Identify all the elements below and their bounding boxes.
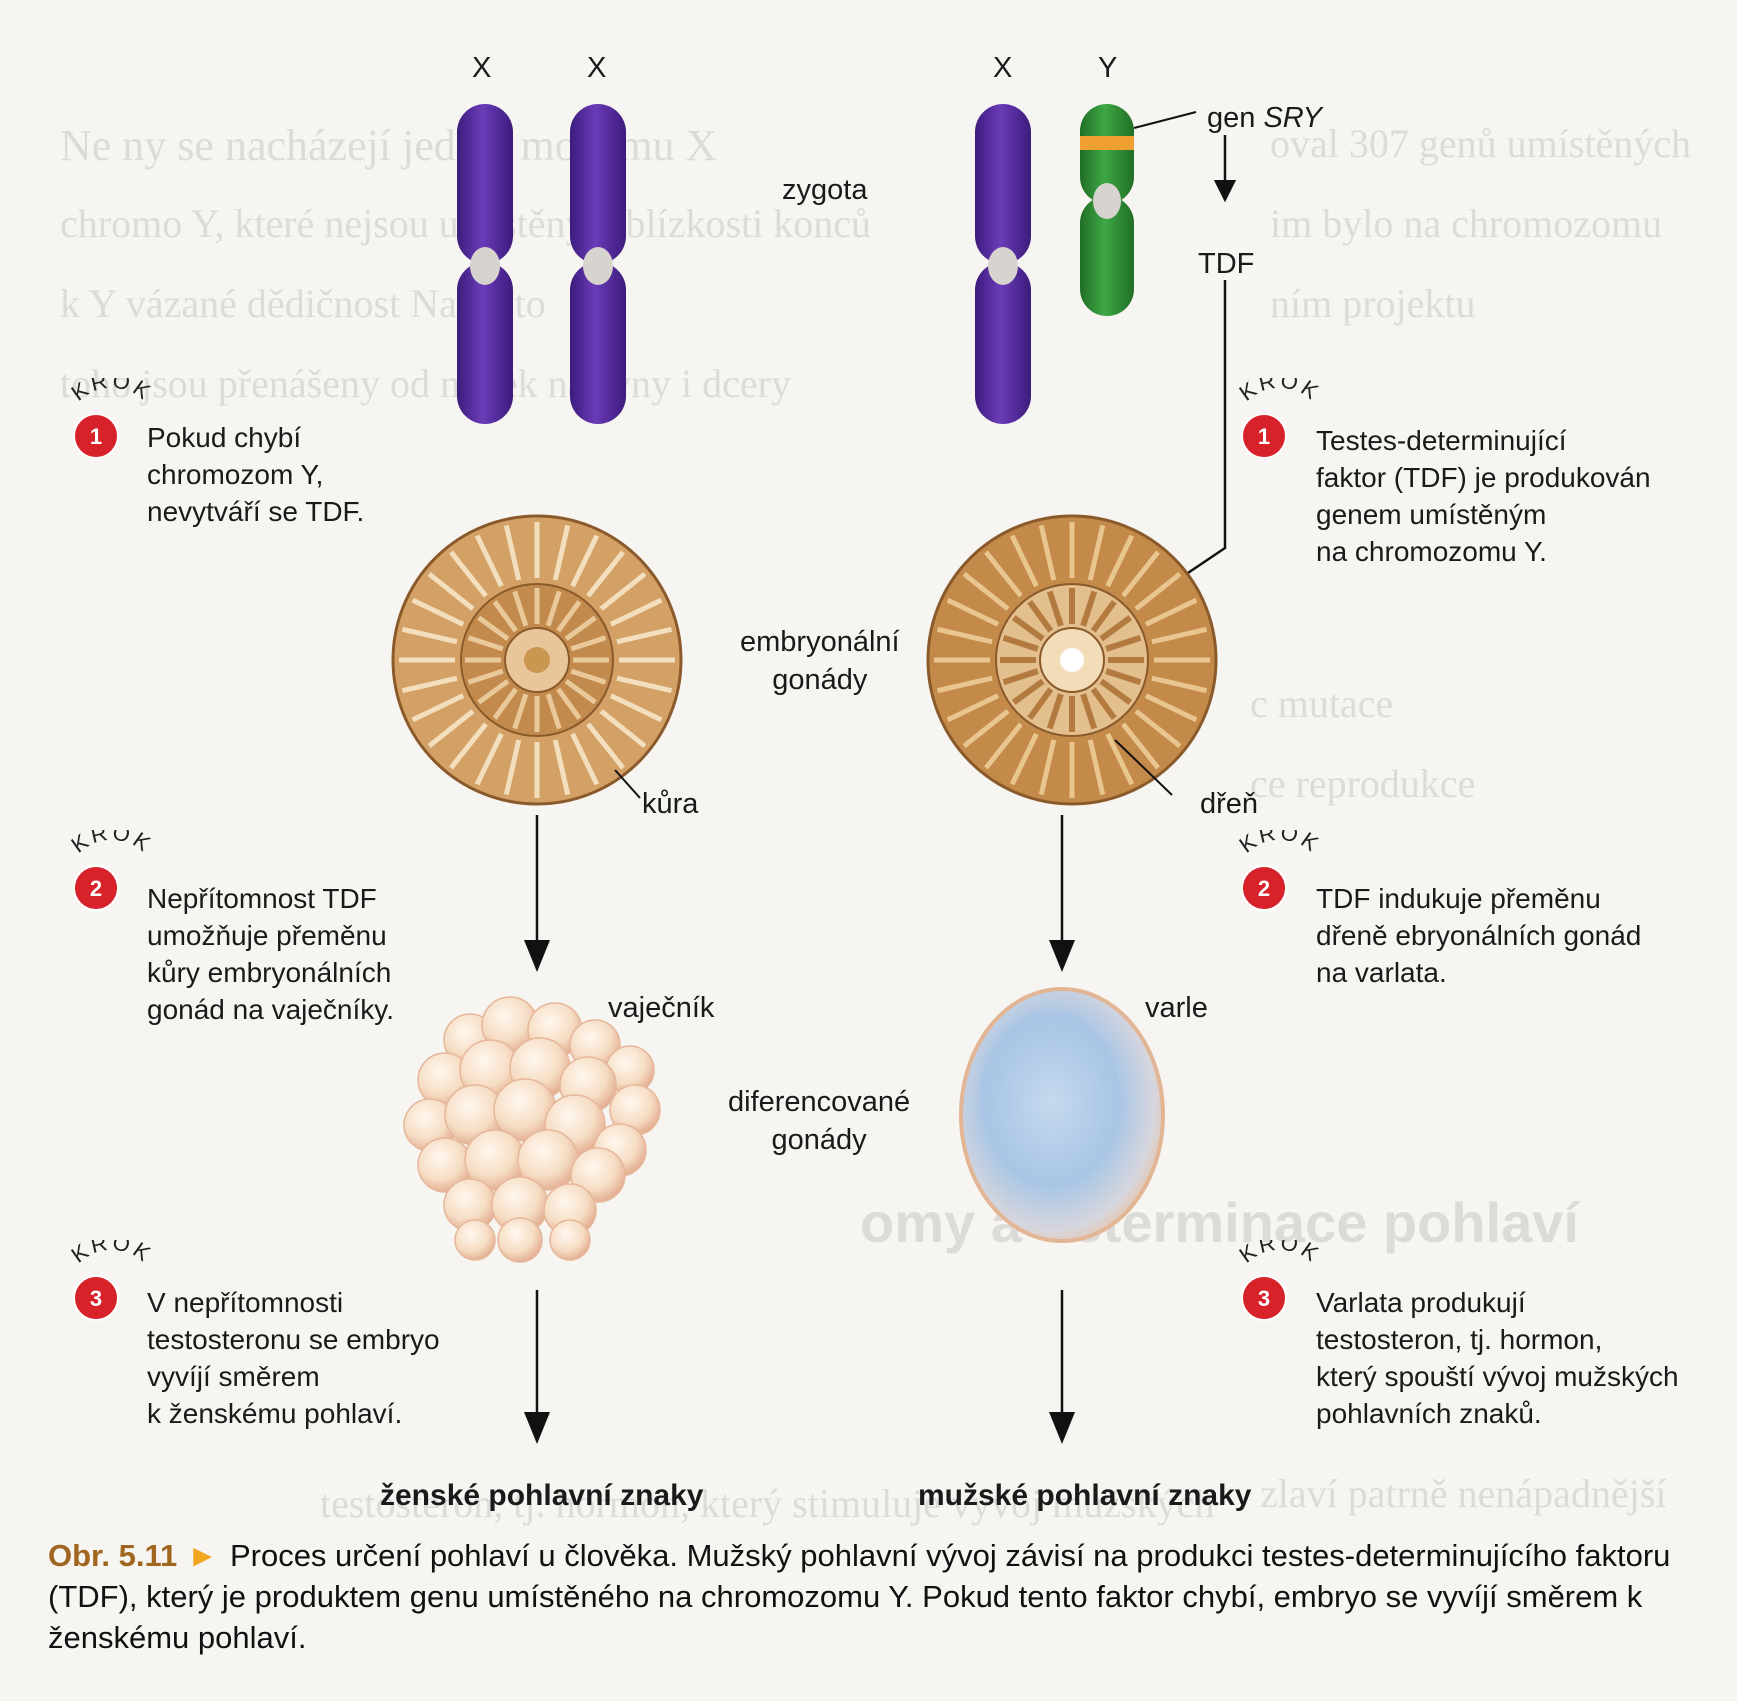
step-number: 3 xyxy=(90,1286,102,1311)
male-traits-label: mužské pohlavní znaky xyxy=(918,1479,1251,1513)
sry-gene-label: gen SRY xyxy=(1207,100,1322,136)
step-left-2-text: Nepřítomnost TDF umožňuje přeměnu kůry e… xyxy=(147,880,394,1028)
svg-text:KROK: KROK xyxy=(1235,830,1326,858)
step-left-1-text: Pokud chybí chromozom Y, nevytváří se TD… xyxy=(147,419,364,530)
embryonic-gonad-right xyxy=(928,516,1216,804)
svg-text:KROK: KROK xyxy=(1235,1240,1326,1268)
testis-label: varle xyxy=(1145,990,1208,1026)
step-number: 2 xyxy=(90,876,102,901)
sry-pointer-line xyxy=(1134,112,1196,128)
ovary-follicle xyxy=(550,1220,590,1260)
caption-text: Proces určení pohlaví u člověka. Mužský … xyxy=(48,1538,1670,1655)
krok-word: KROK xyxy=(1235,378,1326,406)
cortex-label: kůra xyxy=(642,786,698,822)
ovary-follicle xyxy=(498,1218,542,1262)
step-number: 2 xyxy=(1258,876,1270,901)
embryonic-gonads-label: embryonální gonády xyxy=(740,623,900,699)
chromosome-x-3 xyxy=(975,104,1031,424)
female-traits-label: ženské pohlavní znaky xyxy=(380,1479,703,1513)
step-number: 3 xyxy=(1258,1286,1270,1311)
caption-arrow-icon: ► xyxy=(187,1538,218,1573)
chromosome-label-x-2: X xyxy=(587,50,606,86)
chromosome-label-x-3: X xyxy=(993,50,1012,86)
svg-text:KROK: KROK xyxy=(67,1240,158,1268)
chromosome-label-y: Y xyxy=(1098,50,1117,86)
figure-caption: Obr. 5.11 ►Proces určení pohlaví u člověk… xyxy=(48,1535,1688,1658)
step-right-3-text: Varlata produkují testosteron, tj. hormo… xyxy=(1316,1284,1679,1432)
tdf-label: TDF xyxy=(1198,246,1254,282)
differentiated-gonads-label: diferencované gonády xyxy=(728,1083,910,1159)
svg-text:KROK: KROK xyxy=(67,830,158,858)
krok-word: KROK xyxy=(1235,830,1326,858)
step-number: 1 xyxy=(90,424,102,449)
figure-number: Obr. 5.11 xyxy=(48,1538,177,1573)
krok-word: KROK xyxy=(67,1240,158,1268)
step-number: 1 xyxy=(1258,424,1270,449)
krok-word: KROK xyxy=(67,378,158,406)
chromosome-x-1 xyxy=(457,104,513,424)
krok-word: KROK xyxy=(67,830,158,858)
krok-word: KROK xyxy=(1235,1240,1326,1268)
step-right-2-text: TDF indukuje přeměnu dřeně ebryonálních … xyxy=(1316,880,1641,991)
ovary-label: vaječník xyxy=(608,990,714,1026)
embryonic-gonad-left xyxy=(393,516,681,804)
cortex-pointer-line xyxy=(615,770,640,798)
testis-illustration xyxy=(961,989,1163,1241)
svg-text:KROK: KROK xyxy=(1235,378,1326,406)
zygote-label: zygota xyxy=(782,172,867,208)
chromosome-x-2 xyxy=(570,104,626,424)
svg-text:KROK: KROK xyxy=(67,378,158,406)
step-right-1-text: Testes-determinující faktor (TDF) je pro… xyxy=(1316,422,1651,570)
sry-gene-name: SRY xyxy=(1263,102,1322,134)
step-left-3-text: V nepřítomnosti testosteronu se embryo v… xyxy=(147,1284,440,1432)
ovary-follicle xyxy=(455,1220,495,1260)
chromosome-y xyxy=(1080,104,1134,316)
ovary-illustration xyxy=(404,997,660,1262)
chromosome-label-x-1: X xyxy=(472,50,491,86)
medulla-label: dřeň xyxy=(1200,786,1258,822)
